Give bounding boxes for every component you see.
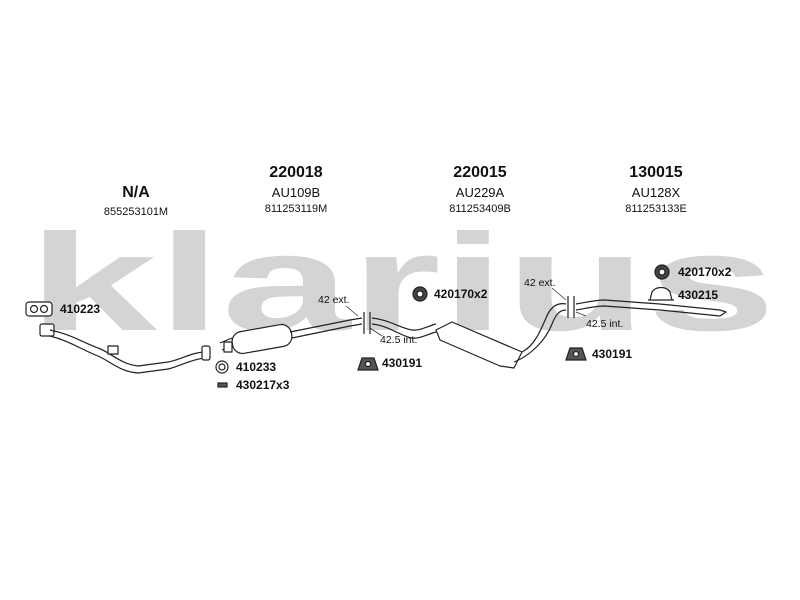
gasket-icon <box>25 301 53 317</box>
section-tail-pipe: 130015 AU128X 811253133E <box>576 164 736 215</box>
joint-b <box>567 296 575 318</box>
part-label: 410223 <box>60 302 101 316</box>
part-label: 430215 <box>678 288 719 302</box>
hanger-icon <box>565 347 587 361</box>
tail-pipe <box>575 299 727 317</box>
section-code: 220018 <box>269 164 323 181</box>
section-oem: 811253409B <box>449 203 511 215</box>
part-label: 420170x2 <box>678 265 732 279</box>
leader-ext-a <box>345 305 359 317</box>
leader-int-a <box>369 327 383 337</box>
front-pipe <box>39 323 211 374</box>
section-front: N/A 855253101M <box>56 184 216 218</box>
dimension-note: 42 ext. <box>318 294 350 306</box>
mounting-bracket-icon <box>648 286 674 301</box>
leader-int-b <box>575 311 587 317</box>
section-ref: AU128X <box>631 185 681 200</box>
leader-ext-b <box>551 287 567 301</box>
dimension-note: 42.5 int. <box>586 318 624 330</box>
ring-gasket-icon <box>215 360 229 374</box>
section-oem: 811253133E <box>625 203 687 215</box>
section-oem: 855253101M <box>103 206 169 218</box>
part-label: 430191 <box>592 347 633 361</box>
rubber-mount-icon <box>654 264 670 280</box>
section-pre-silencer: 220018 AU109B 811253119M <box>216 164 376 215</box>
section-code: 220015 <box>453 164 507 181</box>
pre-silencer <box>219 317 363 355</box>
section-code: N/A <box>122 184 150 201</box>
part-label: 410233 <box>236 360 277 374</box>
main-silencer <box>435 303 567 369</box>
section-oem: 811253119M <box>264 203 328 215</box>
part-label: 430217x3 <box>236 378 290 392</box>
section-ref: AU229A <box>455 185 505 200</box>
part-label: 430191 <box>382 356 423 370</box>
section-ref: AU109B <box>271 185 321 200</box>
section-main-silencer: 220015 AU229A 811253409B <box>400 164 560 215</box>
hanger-icon <box>357 357 379 371</box>
rubber-mount-icon <box>412 286 428 302</box>
joint-a <box>363 312 437 339</box>
dimension-note: 42 ext. <box>524 277 556 289</box>
clip-icon <box>217 382 228 388</box>
dimension-note: 42.5 int. <box>380 334 418 346</box>
part-label: 420170x2 <box>434 287 488 301</box>
section-code: 130015 <box>629 164 683 181</box>
